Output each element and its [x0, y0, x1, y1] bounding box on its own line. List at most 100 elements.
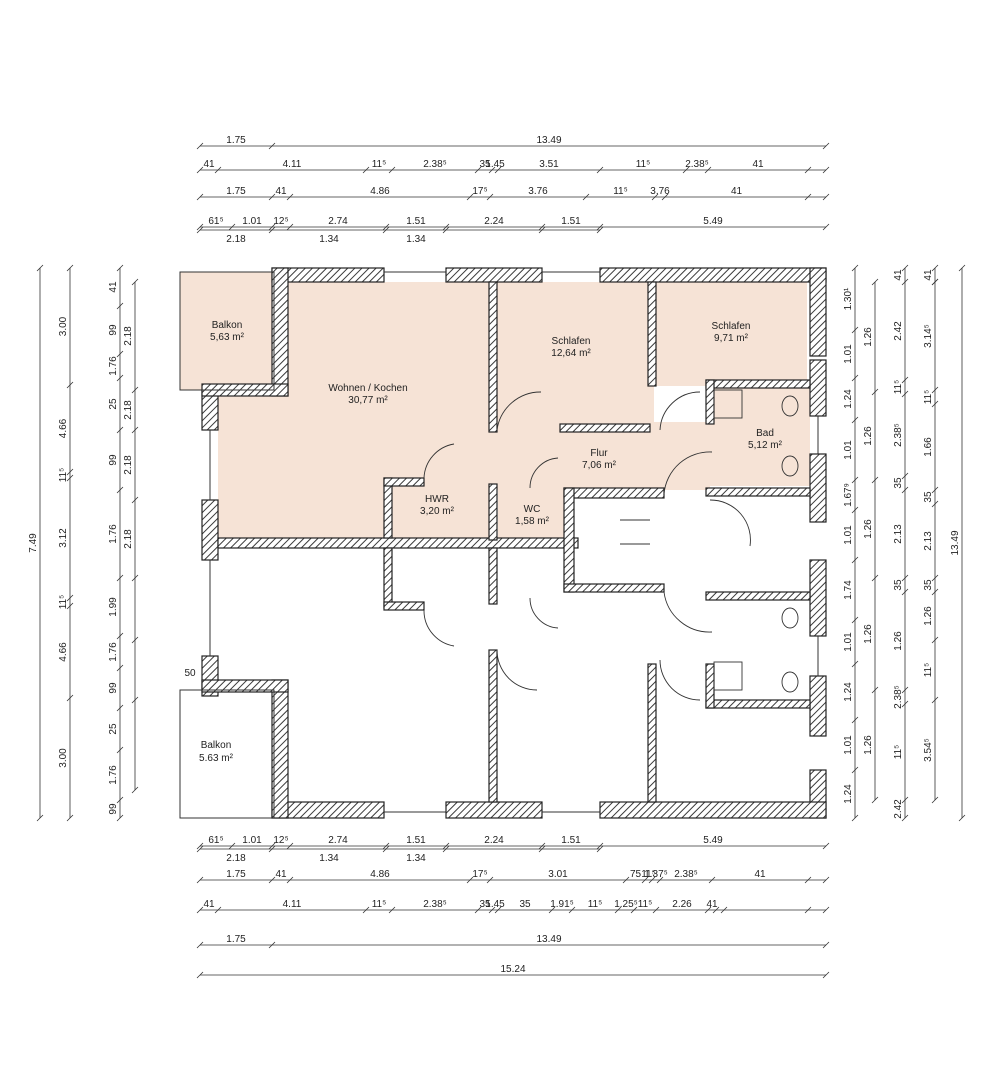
dim-right-col3-tick-11 [901, 814, 909, 822]
dim-right-col4-label-8: 3.54⁵ [923, 738, 934, 762]
area-schlafen-1: 12,64 m² [551, 348, 591, 359]
dim-top-row2-label-4: 35 [479, 159, 491, 170]
label-bad: Bad [756, 428, 774, 439]
label-flur: Flur [590, 448, 608, 459]
dim-bot-row4-label-9: 1.25⁵ [614, 899, 638, 910]
dim-top-row2-tick-9 [704, 166, 712, 174]
dim-bot-row4-tick-5 [488, 906, 496, 914]
dim-bot-row4-label-6: 35 [519, 899, 531, 910]
dim-right-col3-label-9: 11⁵ [893, 745, 904, 760]
dim-right-col2-tick-2 [871, 476, 879, 484]
dim-left-col3-tick-2 [116, 350, 124, 358]
dim-left-col2-label-1: 4.66 [58, 418, 69, 438]
dim-right-col4-tick-3 [931, 486, 939, 494]
dim-bot-row3-label-1: 41 [275, 869, 287, 880]
wall-bad-top [705, 379, 811, 389]
dim-bot-row1-tick-4 [382, 842, 390, 850]
dim-right-col4-tick-5 [931, 574, 939, 582]
wall-right-top [809, 267, 827, 357]
dim-right-col4-label-4: 2.13 [923, 531, 934, 551]
dim-left-col2-label-0: 3.00 [58, 316, 69, 336]
dim-bot-row1-label-5: 2.24 [484, 835, 504, 846]
dim-right-col1-tick-7 [851, 616, 859, 624]
dim-bot-row4-label-1: 4.11 [283, 899, 302, 910]
dim-bot-row2-tick-4 [538, 845, 546, 853]
wall-hwr-wc [488, 483, 498, 541]
dim-bot-row4-tick-13 [712, 906, 720, 914]
dim-bot-row4-label-7: 1.91⁵ [550, 899, 574, 910]
dim-bot-row4-label-11: 2.26 [672, 899, 692, 910]
dim-top-row4-tick-7 [596, 223, 604, 231]
wall-bottom-mid [445, 801, 543, 819]
dim-left-col3-label-3: 25 [108, 398, 119, 410]
dim-top-row3-label-3: 17⁵ [472, 186, 487, 197]
dim-top-row2-tick-11 [822, 166, 830, 174]
dim-bot-row6-tick-0 [196, 971, 204, 979]
dim-right-col1-tick-3 [851, 416, 859, 424]
dim-top-row4-label-2: 12⁵ [273, 216, 288, 227]
dim-top-row2-tick-7 [596, 166, 604, 174]
dim-top-row3-tick-6 [651, 193, 659, 201]
dim-left-col4-tick-4 [131, 574, 139, 582]
room-labels: Balkon 5,63 m² Wohnen / Kochen 30,77 m² … [199, 320, 783, 764]
dim-left-col3-tick-11 [116, 796, 124, 804]
dim-left-col2-label-2: 11⁵ [58, 468, 69, 483]
fill-schlafen-1 [497, 282, 654, 430]
wall-schlafen-div [647, 281, 657, 387]
dim-top-row2-tick-1 [214, 166, 222, 174]
label-schlafen-1: Schlafen [552, 336, 591, 347]
dim-left-col3-label-11: 99 [108, 803, 119, 815]
wall-right-4 [809, 559, 827, 637]
dim-left-col4-tick-0 [131, 278, 139, 286]
door-lower-4 [663, 591, 713, 633]
dim-left-col2-tick-7 [66, 814, 74, 822]
dim-right-col3-tick-2 [901, 376, 909, 384]
dim-right-col2-tick-1 [871, 388, 879, 396]
dim-left-col1: 7.49 [28, 264, 44, 822]
fixtures [620, 389, 799, 693]
dim-bot-row1-label-1: 1.01 [242, 835, 262, 846]
dim-right-col2-label-3: 1.26 [863, 624, 874, 644]
dim-left-col4-tick-7 [131, 786, 139, 794]
dim-right-col2: 1.261.261.261.261.26 [863, 278, 879, 804]
dim-left-col4-label-3: 2.18 [123, 529, 134, 549]
dim-bot-row1-tick-6 [538, 842, 546, 850]
dim-top-row2-tick-3 [388, 166, 396, 174]
dim-right-col3-tick-4 [901, 472, 909, 480]
dim-bot-row4-label-12: 41 [706, 899, 718, 910]
dim-right-col2-tick-4 [871, 686, 879, 694]
dim-top-row3-label-4: 3.76 [528, 186, 548, 197]
dim-right-col4-label-7: 11⁵ [923, 663, 934, 678]
dim-right-col1-tick-10 [851, 766, 859, 774]
dim-bot-row1-label-3: 2.74 [328, 835, 348, 846]
dim-top-row4-tick-5 [442, 223, 450, 231]
dim-top-row1-tick-0 [196, 142, 204, 150]
dim-right-col1-label-4: 1.67⁹ [843, 483, 854, 507]
dim-right-col1-tick-2 [851, 374, 859, 382]
dim-right-col4-label-1: 11⁵ [923, 390, 934, 405]
dim-top-row2-tick-8 [682, 166, 690, 174]
dim-left-col3-tick-7 [116, 632, 124, 640]
dim-right-col4-label-6: 1.26 [923, 606, 934, 626]
dim-bot-row4-label-4: 35 [479, 899, 491, 910]
dim-right-col4-tick-2 [931, 400, 939, 408]
area-flur: 7,06 m² [582, 460, 617, 471]
dim-right-col3-label-7: 1.26 [893, 631, 904, 651]
dim-right-col1-label-3: 1.01 [843, 440, 854, 460]
dim-top-row3-tick-5 [582, 193, 590, 201]
dim-bot-row4-label-0: 41 [203, 899, 215, 910]
dim-top-row5-tick-2 [382, 226, 390, 234]
dim-right-col1-tick-8 [851, 660, 859, 668]
dim-top-row2-label-9: 41 [752, 159, 764, 170]
dim-bot-row3-label-3: 17⁵ [472, 869, 487, 880]
dim-right-col1-label-5: 1.01 [843, 525, 854, 545]
label-balkon-top: Balkon [212, 320, 243, 331]
dim-top-row3-label-5: 11⁵ [613, 186, 628, 197]
area-bad: 5,12 m² [748, 440, 783, 451]
dim-bot-row3-label-2: 4.86 [370, 869, 390, 880]
dim-top-row4-tick-3 [286, 223, 294, 231]
